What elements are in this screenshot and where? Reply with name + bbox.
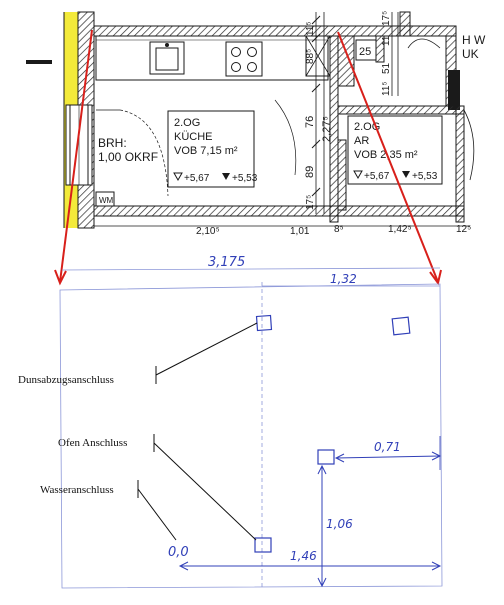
kitchen-label-2: KÜCHE (174, 131, 213, 143)
projection-lines (54, 29, 442, 286)
kitchen-level-a: +5,67 (184, 173, 210, 184)
ar-inner-wall (337, 139, 347, 211)
kitchen-label-1: 2.OG (174, 117, 200, 129)
bottom-dim-0: 2,10⁵ (196, 226, 220, 237)
dim-227: 2,27⁵ (321, 116, 333, 142)
sketch-dim-146: 1,46 (290, 549, 317, 563)
bottom-dim-1: 1,01 (290, 226, 310, 237)
bottom-wall (93, 205, 465, 217)
kitchen-label-3: VOB 7,15 m² (174, 145, 238, 157)
corner-label-line1: H W (462, 33, 486, 47)
stove (225, 41, 263, 77)
wasser-outlet-box (254, 537, 272, 553)
dim-89: 89 (304, 166, 316, 178)
bottom-dim-2: 8⁵ (334, 224, 344, 235)
corner-label-line2: UK (462, 47, 479, 61)
sketch-dim-right: 1,32 (330, 272, 357, 286)
kitchen-level-b: +5,53 (232, 173, 258, 184)
bottom-dim-4: 12⁵ (456, 224, 471, 235)
sketch-dim-total: 3,175 (208, 255, 245, 270)
dims-right-1: 11 (381, 35, 392, 46)
duct-box (337, 35, 355, 87)
brh-line1: BRH: (98, 136, 127, 150)
ar-label-3: VOB 2,35 m² (354, 149, 418, 161)
ofen-outlet-box (317, 449, 335, 465)
label-wasser: Wasseranschluss (40, 484, 114, 496)
ar-label-2: AR (354, 135, 369, 147)
ar-level-b: +5,53 (412, 171, 438, 182)
dim-25: 25 (359, 46, 371, 58)
ofen-leader (153, 442, 257, 541)
sketch-dim-106: 1,06 (326, 517, 353, 531)
dim-11: 11⁵ (305, 21, 316, 36)
bottom-dim-3: 1,42⁵ (388, 224, 412, 235)
dunst-leader (155, 322, 258, 376)
wasser-leader (137, 488, 177, 541)
kitchen-counter (95, 35, 329, 81)
ar-right-wall (455, 105, 465, 223)
wall-stub (26, 60, 52, 64)
dunst-outlet-box (255, 314, 273, 332)
ar-label-1: 2.OG (354, 121, 380, 133)
sketch-outline (59, 283, 443, 589)
dim-11b: 11⁵ (381, 81, 392, 96)
ar-top-wall (337, 105, 465, 115)
top-right-box (391, 316, 411, 336)
brh-line2: 1,00 OKRF (98, 150, 158, 164)
sketch-dim-071: 0,71 (374, 440, 401, 454)
floor-plan: 25 H W UK WM BRH: 1,00 OKRF 2.OG KÜCHE V… (26, 11, 486, 237)
dim-76: 76 (304, 116, 316, 128)
red-line-left (59, 29, 93, 283)
dim-17: 17⁵ (305, 195, 316, 210)
ar-level-a: +5,67 (364, 171, 390, 182)
dims-right-2: 17⁵ (381, 11, 392, 26)
hand-sketch: 3,175 1,32 0,71 1,06 1,46 0,0 (59, 255, 443, 590)
washer (95, 191, 115, 207)
label-dunst: Dunsabzugsanschluss (18, 374, 114, 386)
kitchen-stamp (167, 110, 255, 188)
sketch-corner-note: 0,0 (168, 545, 189, 560)
label-ofen: Ofen Anschluss (58, 437, 127, 449)
red-line-right (337, 31, 439, 283)
dim-88: 88⁵ (305, 49, 316, 64)
partition-wall (329, 35, 339, 223)
wm-label: WM (99, 196, 114, 205)
dims-right-0: 51 (381, 62, 392, 74)
